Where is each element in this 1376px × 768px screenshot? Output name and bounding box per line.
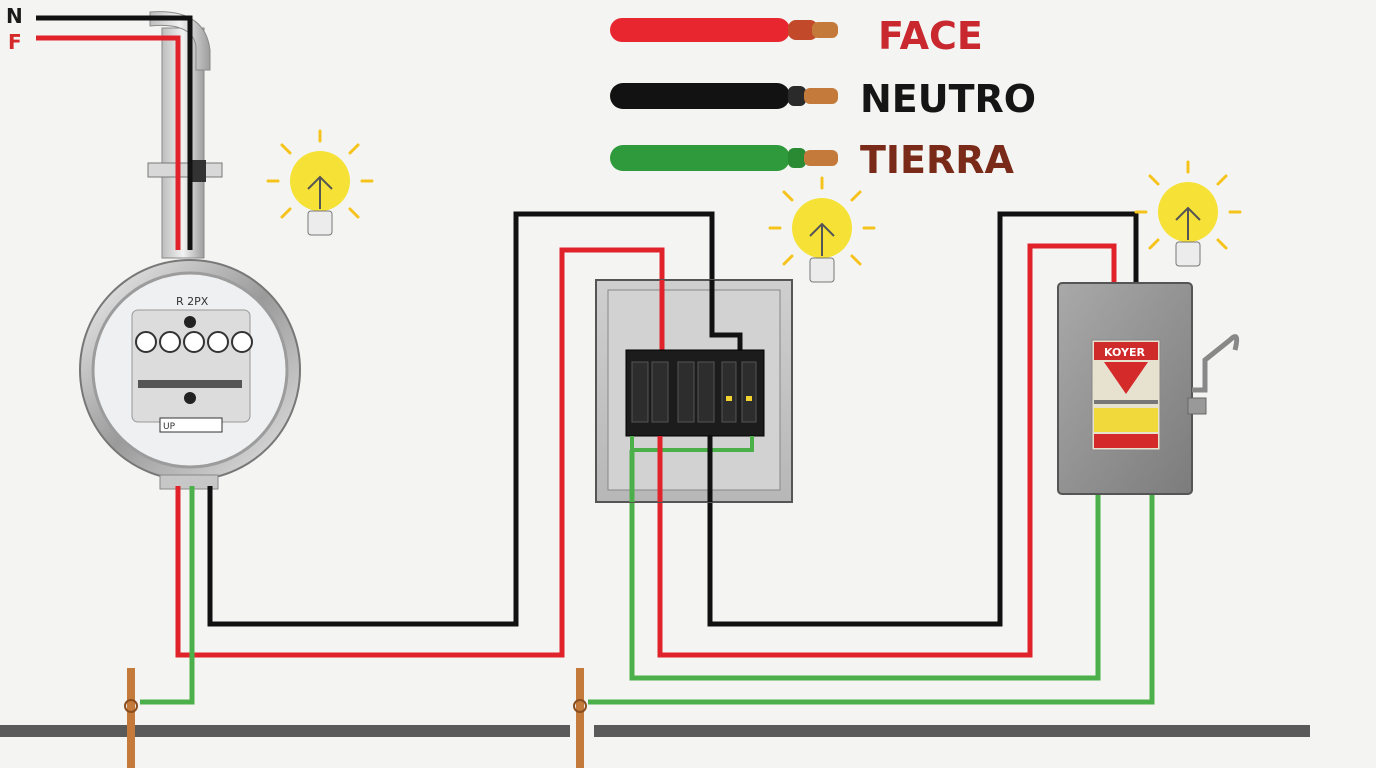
service-mast — [147, 11, 223, 259]
legend-cable-ground — [610, 145, 838, 171]
legend-label-ground: TIERRA — [860, 138, 1014, 182]
safety-switch: KOYER — [1057, 282, 1240, 495]
electric-meter: UP R 2PX — [79, 259, 301, 490]
ground-bar — [0, 725, 1310, 737]
ground-rod-right — [573, 668, 587, 768]
breaker-panel — [595, 279, 793, 503]
panel-to-switch-wires — [588, 211, 1155, 705]
supply-label-neutral: N — [6, 4, 24, 28]
meter-dials — [135, 331, 253, 353]
meter-model-text: R 2PX — [176, 295, 209, 308]
bulb-icon — [768, 176, 876, 283]
legend-label-neutral: NEUTRO — [860, 77, 1037, 121]
switch-brand-text: KOYER — [1104, 346, 1145, 359]
legend-cable-neutral — [610, 83, 838, 109]
breakers — [625, 349, 765, 437]
ground-rod-left — [124, 668, 138, 768]
meter-plate-text: UP — [163, 422, 176, 432]
bulb-icon — [1134, 160, 1242, 267]
supply-wires — [36, 15, 193, 250]
bulb-icon — [266, 129, 374, 236]
legend-label-phase: FACE — [878, 14, 983, 58]
legend-cable-phase — [610, 18, 838, 42]
supply-label-phase: F — [8, 30, 23, 54]
